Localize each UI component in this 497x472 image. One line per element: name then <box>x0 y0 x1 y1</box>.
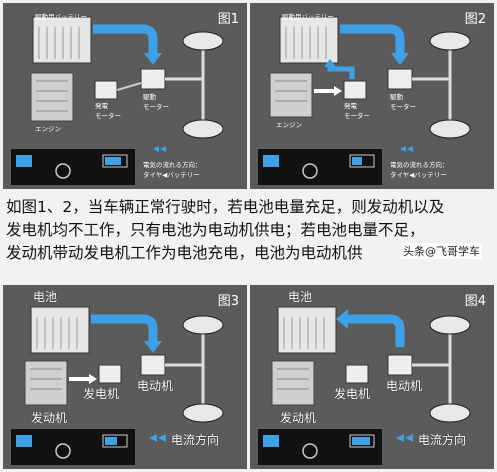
battery-label: 駆動用バッテリー <box>282 13 334 21</box>
generator-label: 発電 モーター <box>344 102 370 120</box>
battery-label: 电池 <box>288 290 313 304</box>
engine-block <box>271 360 315 406</box>
caption-line-1: 如图1、2，当车辆正常行驶时，若电池电量充足，则发动机以及 <box>6 198 445 216</box>
motor-label: 駆動 モーター <box>390 93 416 111</box>
flow-legend-line2: タイヤ◀バッテリー <box>390 171 447 179</box>
generator-box <box>343 80 367 100</box>
caption-line-3: 发动机带动发电机工作为电池充电，电池为电动机供 <box>6 244 363 262</box>
flow-legend-line1: 电流方向 <box>171 433 220 447</box>
generator-box <box>94 80 118 100</box>
watermark: 头条@飞哥学车 <box>401 243 482 259</box>
figure-2: 图2 駆動用バッテリー エンジン 発電 モーター 駆動 モーター 電気の流れる方… <box>250 3 494 189</box>
generator-label: 发电机 <box>334 387 371 401</box>
engine-block <box>269 72 313 118</box>
generator-box <box>345 364 369 384</box>
motor-box <box>387 68 413 90</box>
battery-label: 駆動用バッテリー <box>35 13 87 21</box>
figure-3: 图3 电池 发动机 发电机 电动机 电流方向 <box>3 285 247 469</box>
charging-arrow <box>327 65 355 79</box>
figure-1-illustration <box>11 16 224 185</box>
current-arrow <box>340 24 405 55</box>
battery-box <box>30 306 90 354</box>
figure-label: 图4 <box>464 294 486 309</box>
flow-legend-line1: 电流方向 <box>418 433 467 447</box>
figure-4: 图4 电池 发动机 发电机 电动机 电流方向 <box>250 285 494 469</box>
caption: 如图1、2，当车辆正常行驶时，若电池电量充足，则发动机以及 发电机均不工作，只有… <box>6 196 491 265</box>
battery-box <box>279 16 339 64</box>
engine-block <box>24 360 68 406</box>
figure-1: 图1 駆動用バッテリー エンジン 発電 モーター 駆動 モーター 電気の流れる方… <box>3 3 247 189</box>
figure-4-illustration <box>258 306 471 465</box>
generator-box <box>98 364 122 384</box>
figure-label: 图3 <box>217 294 239 309</box>
motor-box <box>140 354 166 376</box>
figure-label: 图1 <box>217 12 239 27</box>
flow-legend-line2: タイヤ◀バッテリー <box>143 171 200 179</box>
battery-label: 电池 <box>33 290 58 304</box>
engine-label: エンジン <box>276 121 302 129</box>
generator-label: 発電 モーター <box>95 102 121 120</box>
current-arrow <box>346 314 405 347</box>
flow-legend-line1: 電気の流れる方向： <box>143 161 202 169</box>
engine-label: 发动机 <box>31 411 68 425</box>
current-arrow <box>91 314 158 343</box>
motor-label: 电动机 <box>386 379 423 393</box>
engine-label: エンジン <box>35 125 61 133</box>
generator-label: 发电机 <box>83 387 120 401</box>
figure-3-illustration <box>11 306 224 465</box>
motor-box <box>140 68 166 90</box>
figure-label: 图2 <box>464 12 486 27</box>
caption-line-2: 发电机均不工作，只有电池为电动机供电；若电池电量不足， <box>6 221 425 239</box>
current-arrow <box>93 24 158 55</box>
motor-label: 駆動 モーター <box>143 93 169 111</box>
engine-label: 发动机 <box>280 411 317 425</box>
motor-label: 电动机 <box>137 379 174 393</box>
figure-2-illustration <box>258 16 471 185</box>
flow-legend-line1: 電気の流れる方向： <box>390 161 449 169</box>
battery-box <box>277 306 337 354</box>
engine-block <box>30 72 74 122</box>
motor-box <box>387 354 413 376</box>
battery-box <box>32 16 92 64</box>
